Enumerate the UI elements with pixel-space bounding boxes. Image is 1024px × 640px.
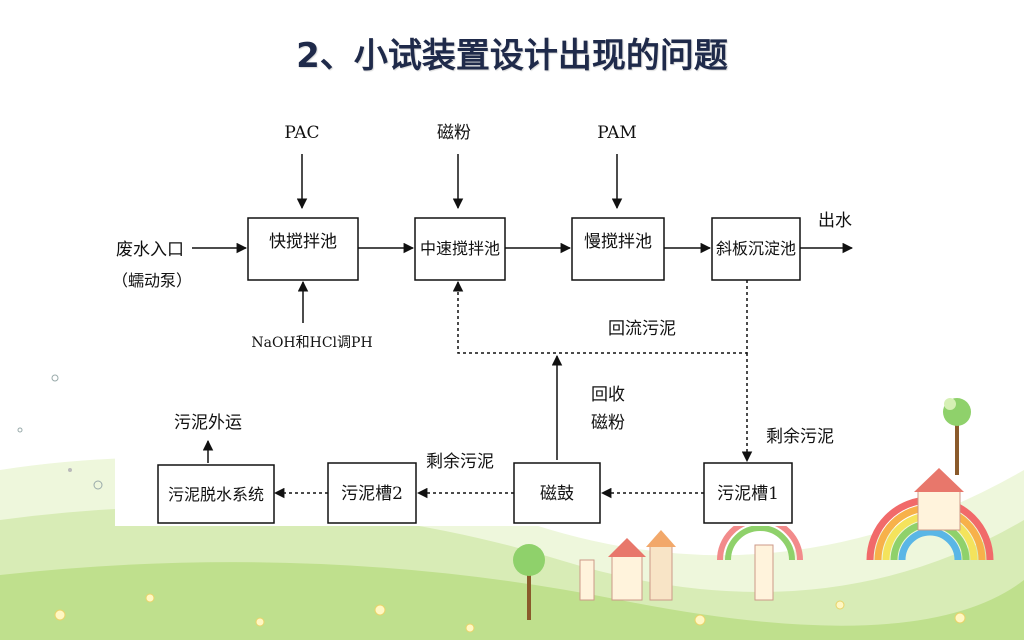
dewatering-system: 污泥脱水系统: [157, 464, 275, 524]
pam-label: PAM: [597, 123, 637, 143]
medium-mix-tank-label: 中速搅拌池: [420, 239, 500, 258]
sludge-out-label: 污泥外运: [174, 413, 242, 433]
inlet-pump-label: （蠕动泵）: [112, 271, 192, 290]
recovered-label-line2: 磁粉: [591, 413, 625, 433]
sludge-tank-1: 污泥槽1: [703, 462, 793, 524]
diagram-background: [115, 108, 860, 526]
ph-adjust-label: NaOH和HCl调PH: [251, 335, 372, 351]
slide-title: 2、小试装置设计出现的问题: [296, 36, 728, 76]
excess-sludge-bottom-label: 剩余污泥: [426, 452, 494, 472]
magnetic-powder-label: 磁粉: [437, 123, 471, 143]
recovered-label-line1: 回收: [591, 385, 625, 405]
magnetic-drum-label: 磁鼓: [540, 484, 574, 504]
outlet-label: 出水: [818, 211, 852, 231]
pac-label: PAC: [284, 123, 319, 143]
inclined-settler: 斜板沉淀池: [711, 217, 801, 281]
inlet-label: 废水入口: [116, 240, 184, 260]
sludge-tank-2: 污泥槽2: [327, 462, 417, 524]
medium-mix-tank: 中速搅拌池: [414, 217, 506, 281]
magnetic-drum: 磁鼓: [513, 462, 601, 524]
slow-mix-tank: 慢搅拌池: [571, 217, 665, 281]
slow-mix-tank-label: 慢搅拌池: [584, 231, 652, 252]
fast-mix-tank: 快搅拌池: [247, 217, 359, 281]
sludge-tank-2-label: 污泥槽2: [341, 484, 403, 504]
process-flow-diagram: PAC 磁粉 PAM 废水入口 （蠕动泵） 快搅拌池 中速搅拌池 慢搅拌池 斜板…: [112, 108, 860, 526]
dewatering-system-label: 污泥脱水系统: [168, 485, 264, 504]
return-sludge-line: [452, 280, 748, 354]
inclined-settler-label: 斜板沉淀池: [716, 239, 796, 258]
fast-mix-tank-label: 快搅拌池: [269, 232, 337, 252]
return-sludge-label: 回流污泥: [608, 319, 676, 339]
sludge-tank-1-label: 污泥槽1: [717, 484, 779, 504]
excess-sludge-right-label: 剩余污泥: [766, 427, 834, 447]
